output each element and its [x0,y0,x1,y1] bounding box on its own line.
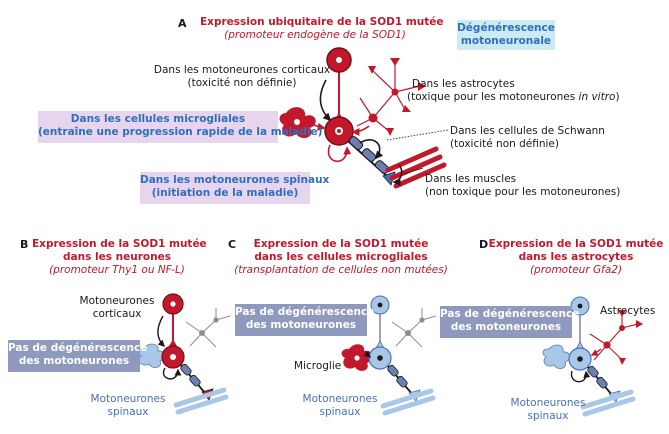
panel-b-nodeg-1: Pas de dégénérescence [8,342,148,354]
panel-c-cortical-neuron [370,295,390,351]
panel-d-title: Expression de la SOD1 mutée [488,238,664,250]
panel-b-letter: B [20,238,29,251]
microglia-box: Dans les cellules microgliales (entraîne… [38,111,323,143]
astro-note-italic: in vitro [578,91,616,103]
panel-b-spinal-neuron [161,345,214,401]
panel-a-arrows [306,79,403,186]
degeneration-line2: motoneuronale [460,35,552,47]
panel-d-nodeg-2: des motoneurones [450,321,562,333]
panel-c-title-2: dans les cellules microgliales [254,251,428,263]
panel-a-title: Expression ubiquitaire de la SOD1 mutée [200,16,444,28]
label-cortical-note: (toxicité non définie) [187,77,297,89]
panel-d-subtitle: (promoteur Gfa2) [529,264,623,276]
panel-b-cortical-label: Motoneurones [79,295,155,307]
panel-c-spinal-label: Motoneurones [302,393,378,405]
label-schwann: Dans les cellules de Schwann [450,125,605,137]
panel-c-nodeg-box: Pas de dégénérescence des motoneurones [235,304,375,336]
panel-d-muscle [580,389,636,417]
panel-b-muscle [173,387,229,415]
panel-d-spinal-neuron [568,347,621,403]
panel-b-subtitle: (promoteur Thy1 ou NF-L) [49,264,185,276]
panel-d-cortical-neuron [570,296,590,352]
label-muscles-note: (non toxique pour les motoneurones) [425,186,621,198]
label-schwann-note: (toxicité non définie) [450,138,559,150]
spinal-line2: (initiation de la maladie) [151,187,299,199]
panel-b-nodeg-2: des motoneurones [18,355,130,367]
microglia-line1: Dans les cellules microgliales [70,113,246,125]
panel-d-nodeg-box: Pas de dégénérescence des motoneurones [440,306,580,338]
panel-c-spinal-label-2: spinaux [319,406,361,418]
panel-c-arrows [363,350,371,358]
panel-c-nodeg-2: des motoneurones [245,319,357,331]
panel-b-cortical-label-2: corticaux [92,308,142,320]
panel-a-astrocytes [356,58,426,136]
panel-c-microglia-label: Microglie [294,360,342,372]
panel-a-letter: A [178,17,187,30]
panel-a-leader-lines [386,129,449,175]
panel-c-astrocytes [391,308,437,348]
panel-c-letter: C [228,238,237,251]
panel-a-muscle [385,146,447,189]
panel-b-spinal-label-2: spinaux [107,406,149,418]
panel-a-spinal-neuron [324,116,396,186]
degeneration-line1: Dégénérescence [457,22,555,34]
label-astrocytes-note: (toxique pour les motoneurones in vitro) [407,91,620,104]
panel-d-letter: D [479,238,489,251]
panel-d-arrows [570,348,602,383]
panel-b-cortical-neuron [162,293,184,348]
panel-c-subtitle: (transplantation de cellules non mutées) [234,264,448,276]
panel-c-muscle [380,388,436,416]
panel-d-spinal-label-2: spinaux [527,410,569,422]
panel-c-nodeg-1: Pas de dégénérescence [235,306,375,318]
panel-b-title: Expression de la SOD1 mutée [32,238,207,250]
panel-b-arrows [157,315,182,380]
panel-d-spinal-label: Motoneurones [510,397,586,409]
panel-d-nodeg-1: Pas de dégénérescence [440,308,580,320]
panel-d-astrocytes-label: Astrocytes [600,305,656,317]
label-muscles: Dans les muscles [425,173,517,185]
panel-d-microglia [542,344,571,369]
panel-a-subtitle: (promoteur endogène de la SOD1) [224,29,406,41]
panel-b-nodeg-box: Pas de dégénérescence des motoneurones [8,340,148,372]
panel-a-microglia [279,107,316,139]
panel-d-astrocytes [589,310,643,365]
panel-b-astrocytes [185,308,231,348]
astro-note-post: ) [615,91,620,103]
spinal-line1: Dans les motoneurones spinaux [140,174,330,186]
panel-c-microglia [341,344,373,371]
astro-note-pre: (toxique pour les motoneurones [407,91,579,103]
panel-b-title-2: dans les neurones [63,251,171,263]
microglia-line2: (entraîne une progression rapide de la m… [38,126,323,138]
spinal-box: Dans les motoneurones spinaux (initiatio… [140,172,330,204]
panel-b-spinal-label: Motoneurones [90,393,166,405]
panel-c-title: Expression de la SOD1 mutée [253,238,429,250]
label-cortical: Dans les motoneurones corticaux [153,64,331,76]
label-astrocytes: Dans les astrocytes [412,78,515,90]
degeneration-badge: Dégénérescence motoneuronale [457,20,555,50]
panel-d-title-2: dans les astrocytes [518,251,634,263]
